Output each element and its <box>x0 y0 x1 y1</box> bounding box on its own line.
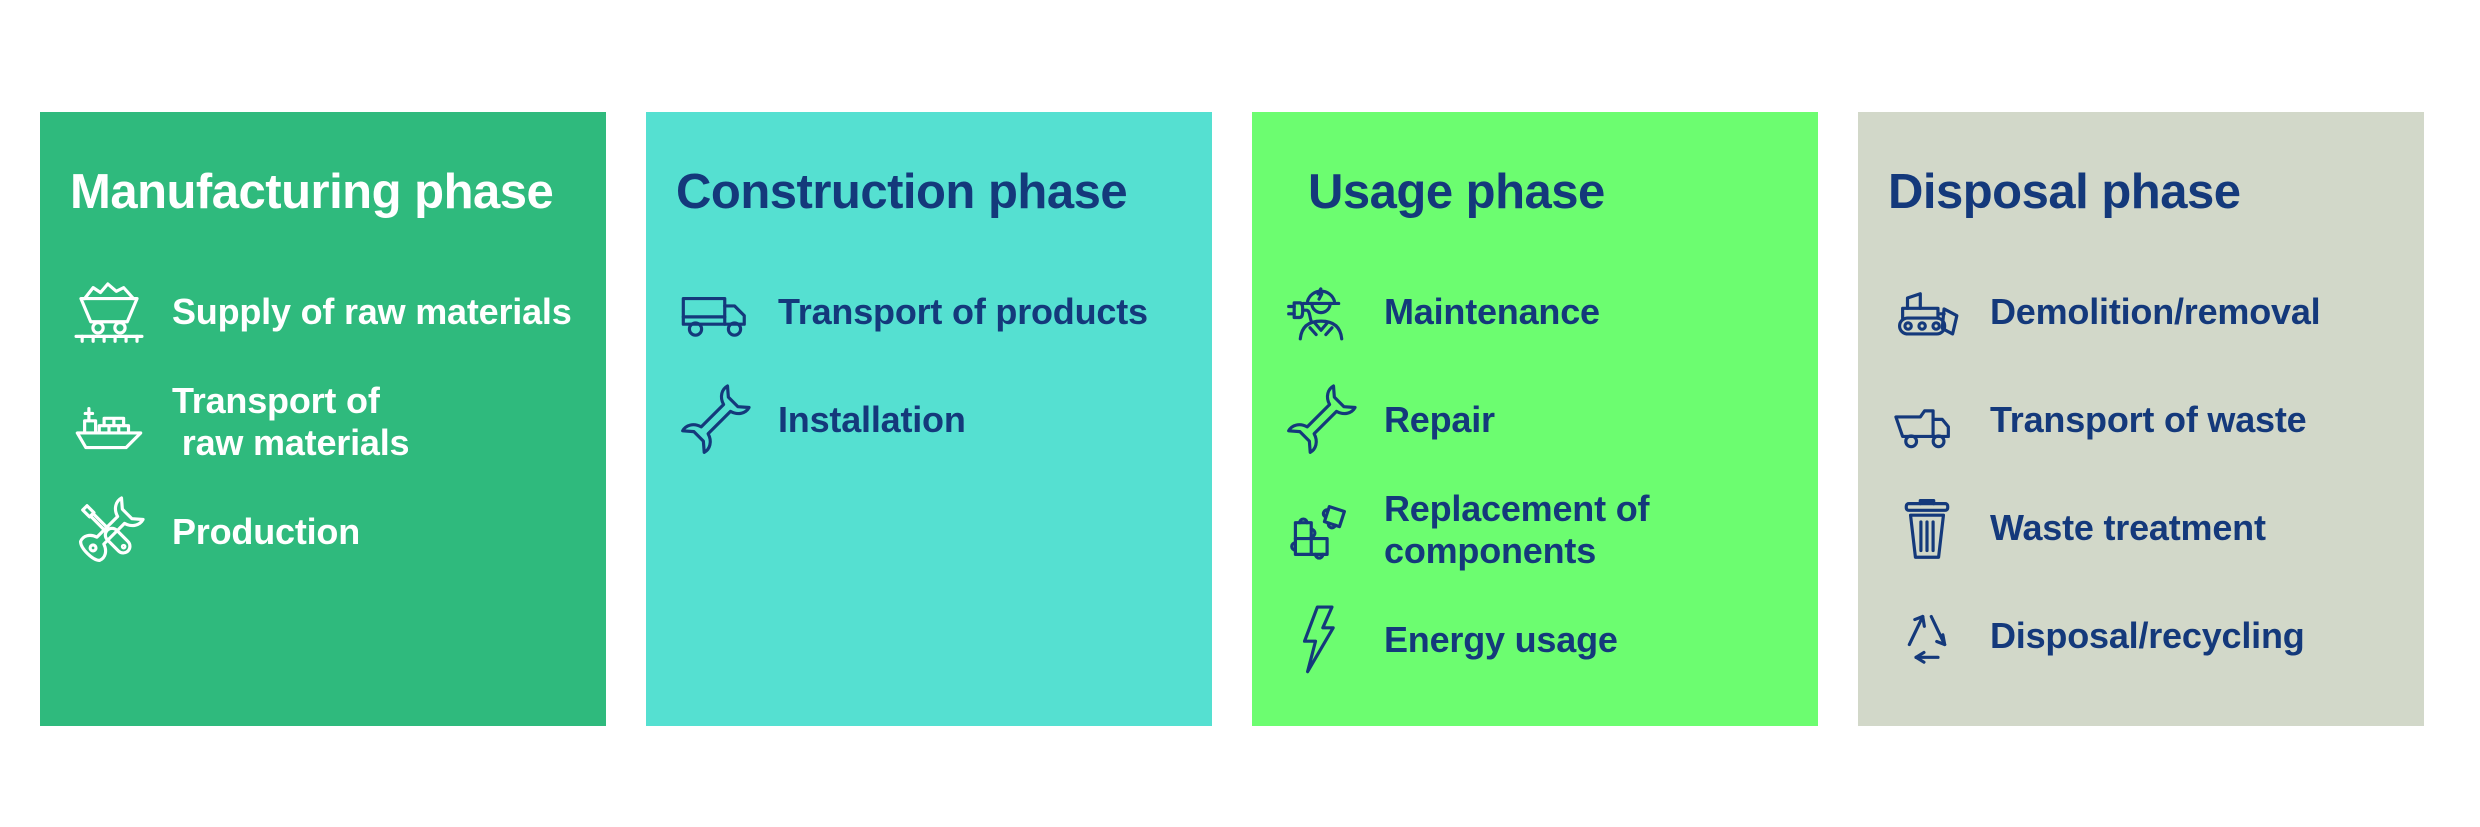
panel-title: Disposal phase <box>1888 165 2241 219</box>
panel-title: Construction phase <box>676 165 1128 219</box>
panel-title: Usage phase <box>1308 165 1605 219</box>
puzzle-icon <box>1282 491 1384 569</box>
phase-panel-construction: Construction phase Transport of products… <box>646 112 1212 726</box>
item-label: Production <box>172 511 360 552</box>
lifecycle-infographic: Manufacturing phase Supply of raw materi… <box>40 112 2424 726</box>
truck-icon <box>676 273 778 351</box>
mine-cart-icon <box>70 273 172 351</box>
phase-panel-disposal: Disposal phase Demolition/removal Transp… <box>1858 112 2424 726</box>
phase-item-list: Transport of products Installation <box>676 272 1184 460</box>
bulldozer-icon <box>1888 273 1990 351</box>
phase-item: Waste treatment <box>1888 488 2396 568</box>
phase-item: Transport of products <box>676 272 1184 352</box>
phase-panel-manufacturing: Manufacturing phase Supply of raw materi… <box>40 112 606 726</box>
phase-item-list: Maintenance Repair Replacement of compon… <box>1282 272 1790 680</box>
recycle-icon <box>1888 597 1990 675</box>
phase-panel-usage: Usage phase Maintenance Repair Replaceme… <box>1252 112 1818 726</box>
item-label: Energy usage <box>1384 619 1618 660</box>
phase-item-list: Demolition/removal Transport of waste Wa… <box>1888 272 2396 676</box>
item-label: Replacement of components <box>1384 488 1650 571</box>
item-label: Installation <box>778 399 966 440</box>
item-label: Demolition/removal <box>1990 291 2321 332</box>
item-label: Repair <box>1384 399 1495 440</box>
trash-can-icon <box>1888 489 1990 567</box>
phase-item: Production <box>70 492 578 572</box>
wrench-icon <box>676 381 778 459</box>
wrench-icon <box>1282 381 1384 459</box>
phase-item: Energy usage <box>1282 600 1790 680</box>
crossed-tools-icon <box>70 493 172 571</box>
electrician-icon <box>1282 273 1384 351</box>
item-label: Transport of raw materials <box>172 380 410 463</box>
phase-item: Disposal/recycling <box>1888 596 2396 676</box>
phase-item: Demolition/removal <box>1888 272 2396 352</box>
item-label: Transport of waste <box>1990 399 2307 440</box>
phase-item: Installation <box>676 380 1184 460</box>
phase-item: Transport of waste <box>1888 380 2396 460</box>
phase-item: Maintenance <box>1282 272 1790 352</box>
panel-title: Manufacturing phase <box>70 165 554 219</box>
phase-item: Repair <box>1282 380 1790 460</box>
cargo-ship-icon <box>70 383 172 461</box>
item-label: Waste treatment <box>1990 507 2266 548</box>
item-label: Maintenance <box>1384 291 1600 332</box>
lightning-icon <box>1282 601 1384 679</box>
item-label: Supply of raw materials <box>172 291 572 332</box>
phase-item: Supply of raw materials <box>70 272 578 352</box>
item-label: Disposal/recycling <box>1990 615 2305 656</box>
item-label: Transport of products <box>778 291 1148 332</box>
phase-item-list: Supply of raw materials Transport of raw… <box>70 272 578 572</box>
phase-item: Transport of raw materials <box>70 380 578 464</box>
phase-item: Replacement of components <box>1282 488 1790 572</box>
dump-truck-icon <box>1888 381 1990 459</box>
